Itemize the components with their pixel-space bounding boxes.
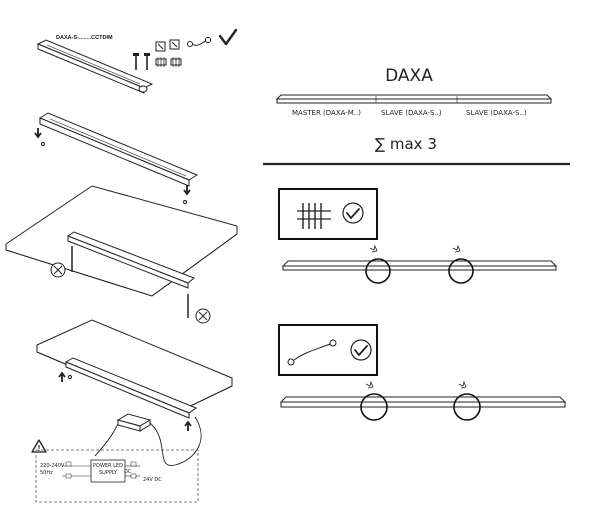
connector-icon [155,57,182,67]
bar-label-master: MASTER (DAXA-M..) [292,109,362,117]
daxa-title: DAXA [385,66,433,86]
power-supply-diagram [35,449,199,503]
screw-icon [133,53,150,70]
joint-circle [365,244,474,284]
bar-label-slave-2: SLAVE (DAXA-S..) [466,109,527,117]
step3-mounting [5,185,238,324]
arrow-down-icon [183,185,191,204]
arrow-up-icon [184,420,192,431]
checkmark-icon [218,28,238,46]
option-cable [278,324,567,421]
joint-circle [360,380,481,421]
model-label: DAXA-S-........CCTDIM [56,35,113,41]
step2-bar [34,112,199,204]
light-bar-step1 [36,39,154,94]
cable-link-icon [287,339,337,366]
check-circle-icon [350,339,372,361]
step1-contents: DAXA-S-........CCTDIM [36,28,238,94]
psu-input-label: 220-240V 50Hz [40,463,65,476]
svg-text:!: ! [38,444,41,453]
screwdriver-icon [71,246,189,318]
led-driver-icon [116,413,152,432]
psu-dc-label: DC [124,469,132,475]
option-connector [278,188,558,284]
check-circle-icon [342,202,364,224]
arrow-down-icon [34,128,45,146]
daxa-chain [263,94,570,166]
step4-wiring [36,319,233,466]
bar-label-slave-1: SLAVE (DAXA-S..) [381,109,442,117]
psu-output-label: 24V DC [143,477,162,483]
psu-center-label: POWER LED SUPPLY [93,463,123,476]
arrow-up-icon [58,371,72,382]
connector-pins-icon [297,203,331,229]
warning-icon: ! [31,439,47,453]
cable-icon [187,37,211,47]
mounting-clip-icon [155,39,180,52]
cabinet-panel [5,185,238,297]
power-cable [94,416,202,466]
rotate-screw-icon [50,262,211,324]
max-count-text: ∑ max 3 [375,135,437,153]
